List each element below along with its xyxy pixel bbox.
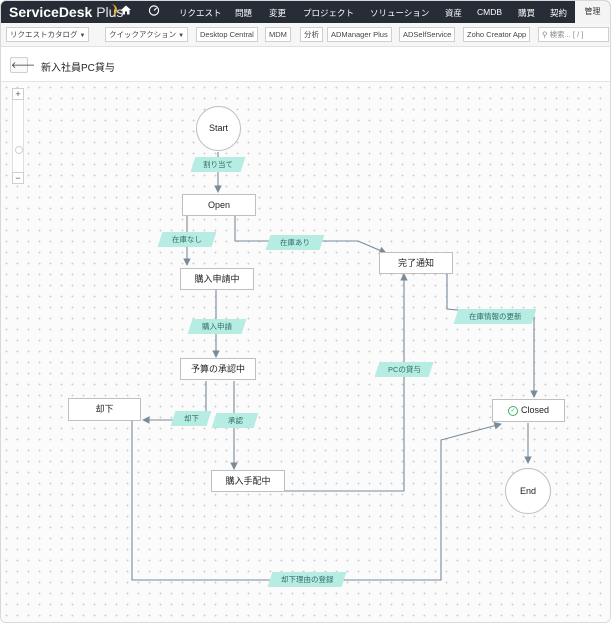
search-input[interactable]: ⚲ 検索... [ / ] [538, 27, 609, 42]
request-catalog-label: リクエストカタログ [10, 30, 78, 39]
brand-name: ServiceDesk [9, 4, 93, 20]
transition-out-of-stock[interactable]: 在庫なし [157, 232, 217, 247]
top-nav-bar: ServiceDesk Plus リクエスト 問題 変更 プロジェクト ソリュー… [1, 1, 610, 23]
end-node[interactable]: End [505, 468, 551, 514]
nav-item-admin[interactable]: 管理 [575, 1, 610, 23]
search-placeholder: 検索... [ / ] [549, 30, 584, 39]
state-purchase-arranging[interactable]: 購入手配中 [211, 470, 285, 492]
nav-item-cmdb[interactable]: CMDB [477, 7, 503, 17]
home-icon[interactable] [120, 4, 132, 19]
zoho-creator-app-button[interactable]: Zoho Creator App [463, 27, 531, 42]
zoom-in-button[interactable]: + [12, 88, 24, 100]
nav-item-requests[interactable]: リクエスト [179, 8, 222, 18]
zoom-slider-thumb[interactable] [15, 146, 23, 154]
line-arrange-notice [285, 273, 408, 492]
transition-apply-purchase[interactable]: 購入申請 [187, 319, 247, 334]
nav-item-assets[interactable]: 資産 [445, 8, 463, 18]
state-rejected[interactable]: 却下 [68, 398, 141, 421]
transition-lines [131, 152, 538, 581]
mdm-button[interactable]: MDM [265, 27, 291, 42]
nav-item-projects[interactable]: プロジェクト [303, 8, 355, 18]
transition-assign[interactable]: 割り当て [190, 157, 246, 172]
nav-item-changes[interactable]: 変更 [269, 8, 287, 18]
caret-down-icon: ▼ [79, 33, 86, 39]
adselfservice-button[interactable]: ADSelfService [399, 27, 456, 42]
transition-register-reason[interactable]: 却下理由の登録 [267, 572, 347, 587]
page-header: 🡐 新入社員PC貸与 [1, 47, 610, 82]
arrow-left-icon: 🡐 [11, 60, 36, 70]
quick-toolbar: リクエストカタログ▼ クイックアクション▼ Desktop Central MD… [1, 23, 610, 47]
state-completion-notice[interactable]: 完了通知 [379, 252, 453, 274]
zoom-slider[interactable] [12, 100, 24, 172]
transition-approve[interactable]: 承認 [211, 413, 259, 428]
transition-reject[interactable]: 却下 [170, 411, 212, 426]
nav-item-problems[interactable]: 問題 [235, 8, 253, 18]
desktop-central-button[interactable]: Desktop Central [196, 27, 258, 42]
back-button[interactable]: 🡐 [10, 57, 35, 73]
state-purchase-request[interactable]: 購入申請中 [180, 268, 254, 290]
state-closed[interactable]: ✓Closed [492, 399, 565, 422]
workflow-canvas[interactable]: + − Start Open 購入申請中 予算の承認中 却下 購入手配中 完了通… [1, 82, 610, 622]
nav-item-purchase[interactable]: 購買 [518, 8, 536, 18]
nav-item-solutions[interactable]: ソリューション [370, 8, 430, 18]
zoom-control: + − [12, 88, 24, 184]
transition-update-inventory[interactable]: 在庫情報の更新 [453, 309, 537, 324]
transition-pc-lend[interactable]: PCの貸与 [374, 362, 434, 377]
start-node[interactable]: Start [196, 106, 241, 151]
request-catalog-dropdown[interactable]: リクエストカタログ▼ [6, 27, 90, 42]
line-notice-closed [446, 274, 538, 398]
check-circle-icon: ✓ [507, 405, 518, 416]
nav-item-contracts[interactable]: 契約 [550, 8, 568, 18]
zoom-out-button[interactable]: − [12, 172, 24, 184]
page-title: 新入社員PC貸与 [41, 63, 115, 74]
caret-down-icon: ▼ [178, 33, 185, 39]
line-reject-closed [131, 421, 502, 581]
brand-swoosh-icon [107, 4, 117, 16]
state-open[interactable]: Open [182, 194, 256, 216]
admanager-plus-button[interactable]: ADManager Plus [327, 27, 392, 42]
speedometer-icon[interactable] [148, 4, 160, 19]
brand-logo[interactable]: ServiceDesk Plus [9, 4, 123, 20]
search-icon: ⚲ [542, 30, 548, 39]
analytics-button[interactable]: 分析 [300, 27, 323, 42]
quick-actions-label: クイックアクション [109, 30, 177, 39]
quick-actions-dropdown[interactable]: クイックアクション▼ [105, 27, 189, 42]
transition-in-stock[interactable]: 在庫あり [265, 235, 325, 250]
state-closed-label: Closed [520, 405, 549, 415]
state-budget-approval[interactable]: 予算の承認中 [180, 358, 256, 380]
